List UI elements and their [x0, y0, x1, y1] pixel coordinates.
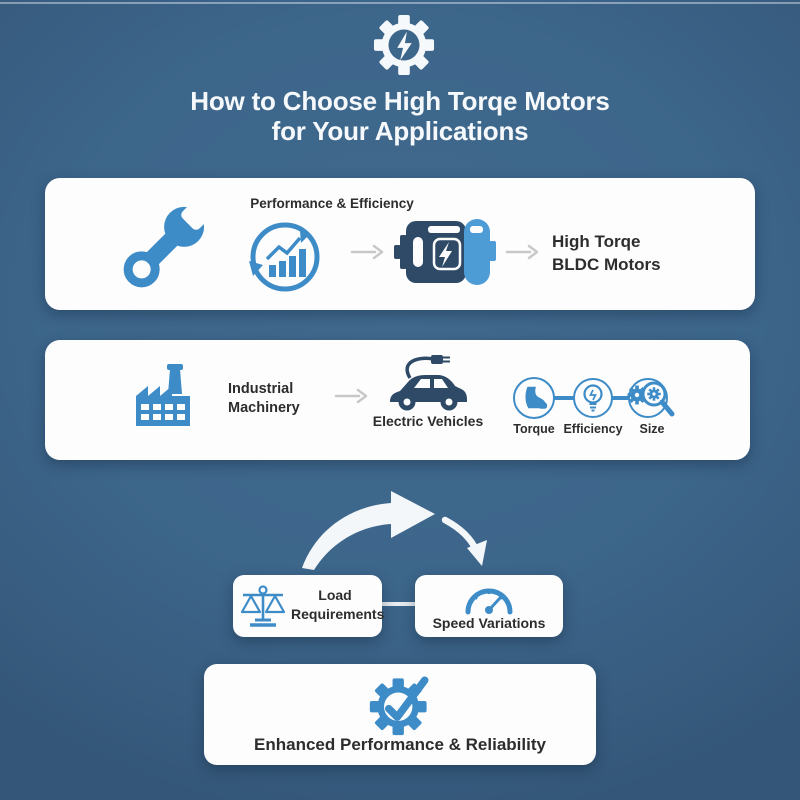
applications-card: Industrial Machinery Electric Vehicl: [45, 340, 750, 460]
performance-efficiency-label: Performance & Efficiency: [250, 196, 414, 211]
bicep-icon: [520, 384, 548, 412]
result-label-line1: High Torqe: [552, 232, 641, 251]
growth-chart-circle-icon: [247, 219, 323, 295]
bldc-motor-icon: [394, 209, 496, 295]
result-label-line2: BLDC Motors: [552, 255, 661, 274]
load-speed-connector: [380, 602, 418, 606]
result-card: Enhanced Performance & Reliability: [204, 664, 596, 765]
electric-vehicles-label: Electric Vehicles: [372, 413, 484, 429]
page-title-line2: for Your Applications: [271, 116, 529, 146]
speed-variations-card: Speed Variations: [415, 575, 563, 637]
load-requirements-card: Load Requirements: [233, 575, 385, 637]
page-title-line1: How to Choose High Torqe Motors: [190, 86, 610, 116]
factor-size-label: Size: [639, 422, 665, 436]
flow-arrow-icon: [334, 387, 369, 405]
performance-flow-card: Performance & Efficiency: [45, 178, 755, 310]
speedometer-icon: [463, 581, 515, 615]
factory-icon: [134, 364, 192, 428]
gear-check-icon: [364, 667, 440, 737]
industrial-label-line1: Industrial: [228, 381, 294, 397]
lightbulb-icon: [580, 383, 606, 413]
factor-torque-label: Torque: [513, 422, 555, 436]
factor-efficiency-label: Efficiency: [563, 422, 623, 436]
result-card-label: Enhanced Performance & Reliability: [254, 735, 546, 754]
top-edge-highlight: [0, 2, 800, 4]
gear-lightning-icon: [373, 13, 435, 77]
industrial-label-line2: Machinery: [228, 400, 300, 416]
factor-torque-circle: [513, 377, 555, 419]
factor-size-circle: [627, 378, 675, 418]
load-label-line2: Requirements: [291, 606, 385, 622]
gears-magnifier-icon: [627, 381, 675, 417]
flow-arrow-icon: [350, 243, 385, 261]
speed-variations-label: Speed Variations: [432, 615, 546, 631]
electric-car-icon: [386, 354, 470, 416]
curved-swoosh-arrows: [288, 482, 513, 572]
wrench-icon: [98, 179, 232, 313]
balance-scale-icon: [238, 584, 288, 628]
load-label-line1: Load: [318, 587, 352, 603]
factor-efficiency-circle: [573, 378, 613, 418]
flow-arrow-icon: [505, 243, 540, 261]
